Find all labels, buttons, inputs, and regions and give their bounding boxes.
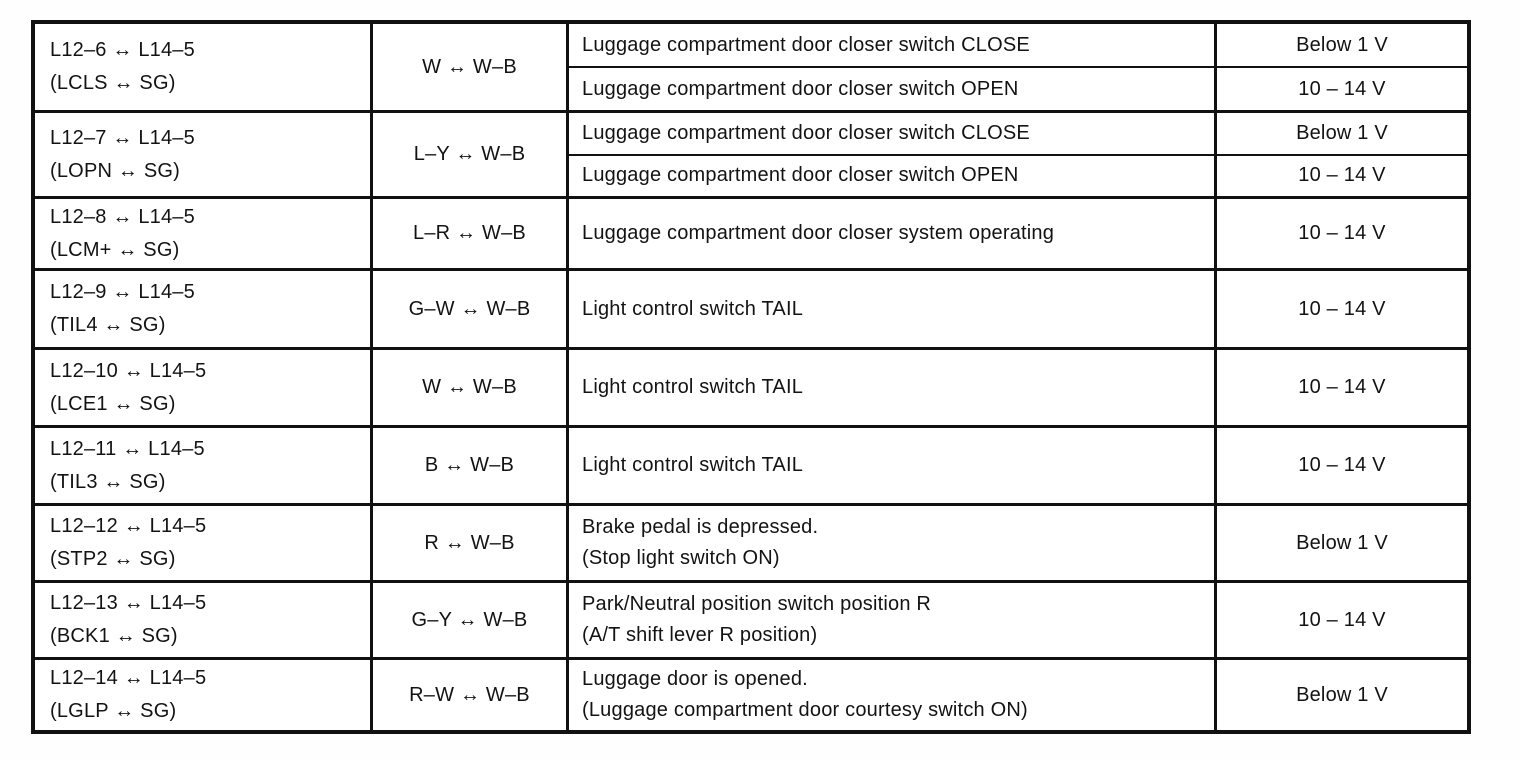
wire-color-cell: G–W ↔ W–B xyxy=(373,271,569,347)
condition-text: Brake pedal is depressed. xyxy=(582,516,819,538)
terminal-cell: L12–6 ↔ L14–5 (LCLS ↔ SG) xyxy=(35,24,373,110)
signal-pair: (LGLP ↔ SG) xyxy=(50,700,177,722)
condition-cell: Luggage compartment door closer switch C… xyxy=(569,24,1217,66)
terminal-cell: L12–7 ↔ L14–5 (LOPN ↔ SG) xyxy=(35,113,373,196)
wire-color-cell: B ↔ W–B xyxy=(373,428,569,503)
wire-color-cell: W ↔ W–B xyxy=(373,24,569,110)
terminal-cell: L12–13 ↔ L14–5 (BCK1 ↔ SG) xyxy=(35,583,373,657)
condition-cell: Luggage compartment door closer switch O… xyxy=(569,155,1217,196)
condition-text: Luggage compartment door closer system o… xyxy=(582,222,1055,244)
condition-text: Light control switch TAIL xyxy=(582,376,804,398)
condition-cell: Light control switch TAIL xyxy=(569,271,1217,347)
condition-text-2: (A/T shift lever R position) xyxy=(582,624,818,646)
terminal-cell: L12–11 ↔ L14–5 (TIL3 ↔ SG) xyxy=(35,428,373,503)
table-row: L12–7 ↔ L14–5 (LOPN ↔ SG) L–Y ↔ W–B Lugg… xyxy=(35,110,1467,196)
voltage-cell: Below 1 V xyxy=(1296,33,1388,56)
condition-subrow: Luggage compartment door closer switch C… xyxy=(569,24,1467,66)
condition-cell: Light control switch TAIL xyxy=(569,350,1217,425)
condition-text: Luggage compartment door closer switch O… xyxy=(582,77,1019,100)
condition-subrow: Luggage compartment door closer switch O… xyxy=(569,66,1467,110)
voltage-cell: 10 – 14 V xyxy=(1298,77,1386,100)
wire-color-cell: W ↔ W–B xyxy=(373,350,569,425)
voltage-cell: 10 – 14 V xyxy=(1298,297,1386,320)
voltage-cell: 10 – 14 V xyxy=(1298,222,1386,244)
condition-group: Luggage compartment door closer switch C… xyxy=(569,24,1467,110)
signal-pair: (BCK1 ↔ SG) xyxy=(50,625,178,647)
condition-subrow: Luggage compartment door closer switch C… xyxy=(569,113,1467,154)
signal-pair: (LCM+ ↔ SG) xyxy=(50,238,180,261)
table-row: L12–13 ↔ L14–5 (BCK1 ↔ SG) G–Y ↔ W–B Par… xyxy=(35,580,1467,657)
condition-cell: Luggage door is opened. (Luggage compart… xyxy=(569,660,1217,730)
condition-text: Luggage compartment door closer switch O… xyxy=(582,164,1019,187)
condition-text: Luggage compartment door closer switch C… xyxy=(582,33,1030,56)
terminal-cell: L12–10 ↔ L14–5 (LCE1 ↔ SG) xyxy=(35,350,373,425)
wire-color-cell: R–W ↔ W–B xyxy=(373,660,569,730)
terminal-cell: L12–9 ↔ L14–5 (TIL4 ↔ SG) xyxy=(35,271,373,347)
voltage-cell: Below 1 V xyxy=(1296,531,1388,554)
condition-group: Luggage compartment door closer switch C… xyxy=(569,113,1467,196)
terminal-pair: L12–7 ↔ L14–5 xyxy=(50,126,195,149)
voltage-cell: 10 – 14 V xyxy=(1298,454,1386,476)
condition-text: Luggage compartment door closer switch C… xyxy=(582,121,1030,144)
condition-text: Light control switch TAIL xyxy=(582,454,804,476)
signal-pair: (LCLS ↔ SG) xyxy=(50,72,176,94)
terminal-pair: L12–6 ↔ L14–5 xyxy=(50,39,195,61)
condition-cell: Park/Neutral position switch position R … xyxy=(569,583,1217,657)
terminal-pair: L12–13 ↔ L14–5 xyxy=(50,592,207,614)
condition-subrow: Luggage compartment door closer switch O… xyxy=(569,153,1467,196)
voltage-cell: 10 – 14 V xyxy=(1298,164,1386,187)
table-row: L12–8 ↔ L14–5 (LCM+ ↔ SG) L–R ↔ W–B Lugg… xyxy=(35,196,1467,268)
voltage-cell: Below 1 V xyxy=(1296,121,1388,144)
condition-cell: Luggage compartment door closer switch O… xyxy=(569,68,1217,110)
condition-text: Luggage door is opened. xyxy=(582,668,808,690)
terminal-pair: L12–11 ↔ L14–5 xyxy=(50,437,205,460)
terminal-pair: L12–10 ↔ L14–5 xyxy=(50,359,207,382)
signal-pair: (LOPN ↔ SG) xyxy=(50,159,180,182)
wire-color-cell: R ↔ W–B xyxy=(373,506,569,580)
signal-pair: (TIL3 ↔ SG) xyxy=(50,470,166,493)
table-row: L12–12 ↔ L14–5 (STP2 ↔ SG) R ↔ W–B Brake… xyxy=(35,503,1467,580)
table-row: L12–10 ↔ L14–5 (LCE1 ↔ SG) W ↔ W–B Light… xyxy=(35,347,1467,425)
condition-text: Park/Neutral position switch position R xyxy=(582,593,932,615)
terminal-cell: L12–14 ↔ L14–5 (LGLP ↔ SG) xyxy=(35,660,373,730)
table-row: L12–9 ↔ L14–5 (TIL4 ↔ SG) G–W ↔ W–B Ligh… xyxy=(35,268,1467,347)
wire-color-cell: L–Y ↔ W–B xyxy=(373,113,569,196)
terminal-voltage-table: L12–6 ↔ L14–5 (LCLS ↔ SG) W ↔ W–B Luggag… xyxy=(31,20,1471,734)
signal-pair: (TIL4 ↔ SG) xyxy=(50,314,166,336)
wire-color-cell: G–Y ↔ W–B xyxy=(373,583,569,657)
signal-pair: (LCE1 ↔ SG) xyxy=(50,392,176,415)
wire-color-cell: L–R ↔ W–B xyxy=(373,199,569,268)
terminal-cell: L12–12 ↔ L14–5 (STP2 ↔ SG) xyxy=(35,506,373,580)
table-row: L12–11 ↔ L14–5 (TIL3 ↔ SG) B ↔ W–B Light… xyxy=(35,425,1467,503)
voltage-cell: 10 – 14 V xyxy=(1298,376,1386,398)
condition-text-2: (Stop light switch ON) xyxy=(582,547,780,569)
condition-cell: Brake pedal is depressed. (Stop light sw… xyxy=(569,506,1217,580)
condition-cell: Luggage compartment door closer system o… xyxy=(569,199,1217,268)
terminal-pair: L12–8 ↔ L14–5 xyxy=(50,205,195,228)
condition-text-2: (Luggage compartment door courtesy switc… xyxy=(582,699,1028,721)
condition-cell: Light control switch TAIL xyxy=(569,428,1217,503)
terminal-cell: L12–8 ↔ L14–5 (LCM+ ↔ SG) xyxy=(35,199,373,268)
condition-text: Light control switch TAIL xyxy=(582,297,804,320)
terminal-pair: L12–14 ↔ L14–5 xyxy=(50,667,207,689)
terminal-pair: L12–12 ↔ L14–5 xyxy=(50,515,207,537)
table-row: L12–14 ↔ L14–5 (LGLP ↔ SG) R–W ↔ W–B Lug… xyxy=(35,657,1467,730)
terminal-pair: L12–9 ↔ L14–5 xyxy=(50,281,195,303)
table-row: L12–6 ↔ L14–5 (LCLS ↔ SG) W ↔ W–B Luggag… xyxy=(35,24,1467,110)
signal-pair: (STP2 ↔ SG) xyxy=(50,548,176,570)
voltage-cell: 10 – 14 V xyxy=(1298,608,1386,631)
condition-cell: Luggage compartment door closer switch C… xyxy=(569,113,1217,154)
voltage-cell: Below 1 V xyxy=(1296,683,1388,706)
